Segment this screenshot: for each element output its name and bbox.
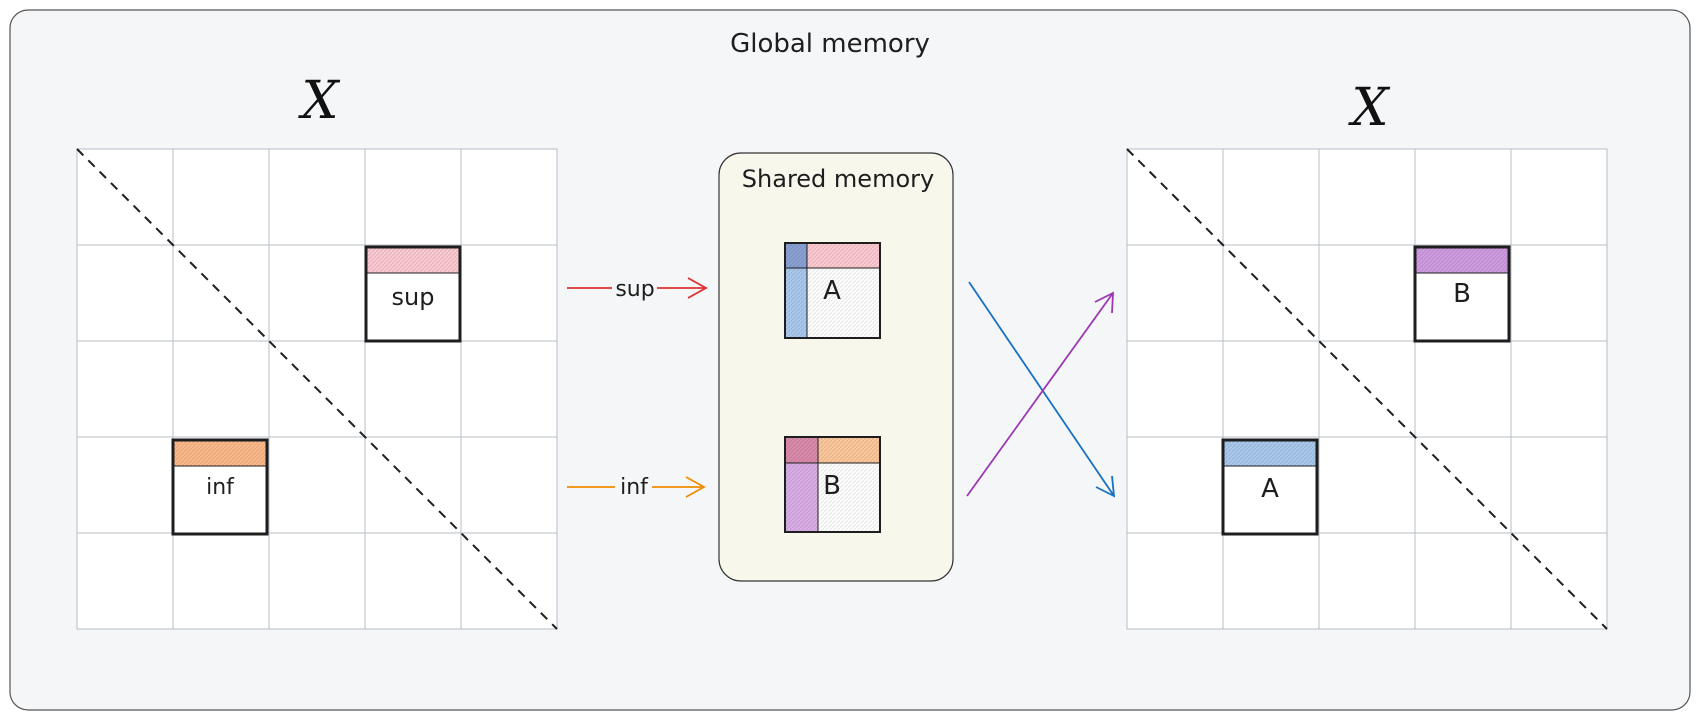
right-grid-cell: [1414, 148, 1512, 246]
left-grid-cell: [268, 532, 366, 630]
inf-block-border: [171, 438, 269, 536]
b-block-border: [1413, 245, 1511, 343]
tile-b-arrow-line: [966, 292, 1114, 497]
inf-arrow-head: [685, 476, 706, 498]
sup-block-border: [364, 245, 462, 343]
tile-a-to-right-arrow: [968, 281, 1116, 498]
left-grid-cell: [172, 148, 270, 246]
tile-b-border: [784, 436, 881, 533]
a-block-label: A: [1261, 474, 1279, 504]
left-grid-cell: [364, 340, 462, 438]
left-matrix-grid: [76, 148, 558, 630]
b-band-hatch: [1415, 247, 1509, 273]
right-block-a: A: [1221, 438, 1319, 536]
inf-block-label: inf: [206, 475, 235, 500]
left-matrix-diagonal: [76, 148, 558, 630]
left-matrix-label: X: [297, 71, 340, 131]
right-grid-cell: [1318, 244, 1416, 342]
right-matrix-label: X: [1347, 78, 1390, 138]
shared-memory-title: Shared memory: [742, 165, 934, 193]
shared-memory-region: [718, 152, 954, 582]
left-grid-cell: [172, 532, 270, 630]
left-grid-cell: [268, 244, 366, 342]
left-block-inf: inf: [171, 438, 269, 536]
right-block-b: B: [1413, 245, 1511, 343]
right-grid-cell: [1222, 340, 1320, 438]
sup-arrow-label: sup: [615, 277, 654, 302]
sup-block-label: sup: [392, 283, 435, 311]
left-grid-cell: [172, 340, 270, 438]
right-grid-cell: [1318, 436, 1416, 534]
right-grid-cell: [1414, 340, 1512, 438]
right-grid-cell: [1510, 436, 1608, 534]
right-matrix-diagonal: [1126, 148, 1608, 630]
right-grid-cell: [1414, 436, 1512, 534]
left-grid-cell: [172, 244, 270, 342]
left-grid-cell: [268, 148, 366, 246]
shared-tile-a: A: [784, 242, 881, 339]
b-block-label: B: [1453, 279, 1471, 309]
left-grid-cell: [364, 436, 462, 534]
left-grid-cell: [76, 340, 174, 438]
left-grid-cell: [76, 244, 174, 342]
global-memory-title: Global memory: [730, 29, 930, 59]
right-grid-cell: [1126, 532, 1224, 630]
right-grid-cell: [1126, 340, 1224, 438]
right-grid-cell: [1318, 148, 1416, 246]
tile-a-arrow-head: [1095, 475, 1116, 498]
left-grid-cell: [76, 532, 174, 630]
inf-arrow-label: inf: [620, 475, 649, 500]
tile-b-hatch: [785, 437, 880, 532]
left-block-sup: sup: [364, 245, 462, 343]
right-grid-cell: [1222, 532, 1320, 630]
tile-a-label: A: [823, 276, 841, 306]
left-grid-cell: [460, 340, 558, 438]
a-block-border: [1221, 438, 1319, 536]
right-grid-cell: [1414, 532, 1512, 630]
left-grid-cell: [76, 436, 174, 534]
left-grid-cell: [364, 532, 462, 630]
tile-a-arrow-line: [968, 281, 1115, 497]
right-matrix-grid: [1126, 148, 1608, 630]
tile-a-border: [784, 242, 881, 339]
right-grid-cell: [1126, 244, 1224, 342]
left-grid-cell: [364, 148, 462, 246]
right-grid-cell: [1318, 532, 1416, 630]
a-band-hatch: [1223, 440, 1317, 466]
tile-b-to-right-arrow: [966, 291, 1114, 497]
tile-b-arrow-head: [1094, 291, 1114, 314]
left-grid-cell: [460, 148, 558, 246]
tile-a-hatch: [785, 243, 880, 338]
left-grid-cell: [268, 436, 366, 534]
tile-b-label: B: [823, 471, 841, 501]
sup-arrow: sup: [567, 277, 708, 302]
left-grid-cell: [460, 436, 558, 534]
right-grid-cell: [1510, 340, 1608, 438]
sup-band-hatch: [366, 247, 460, 273]
right-grid-cell: [1126, 436, 1224, 534]
shared-tile-b: B: [784, 436, 881, 533]
right-grid-cell: [1510, 148, 1608, 246]
inf-arrow: inf: [567, 475, 706, 500]
right-grid-cell: [1510, 244, 1608, 342]
inf-band-hatch: [173, 440, 267, 466]
right-grid-cell: [1222, 244, 1320, 342]
sup-arrow-head: [687, 277, 708, 299]
right-grid-cell: [1222, 148, 1320, 246]
left-grid-cell: [460, 244, 558, 342]
